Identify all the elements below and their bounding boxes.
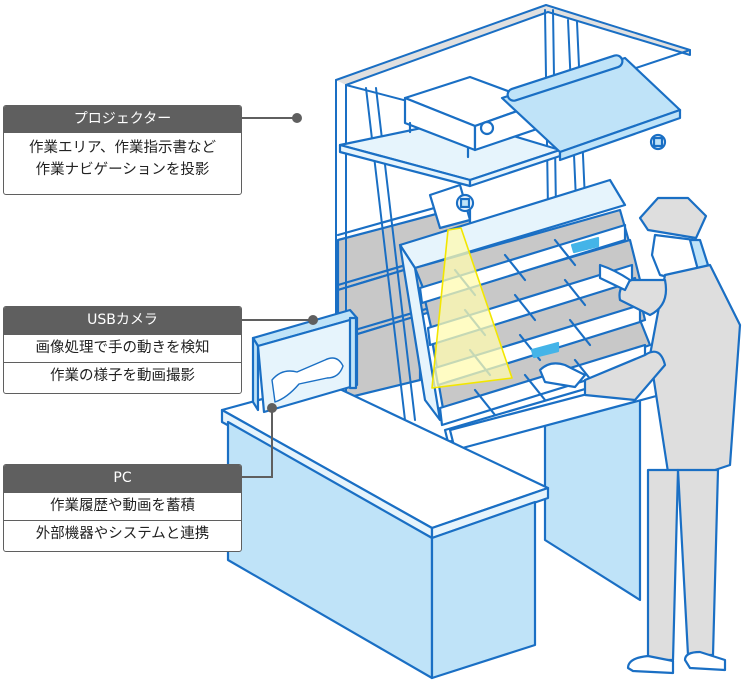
projector-callout-body: 作業エリア、作業指示書など 作業ナビゲーションを投影 <box>4 133 241 184</box>
projection-beam <box>431 227 513 389</box>
usb-camera-callout-row: 画像処理で手の動きを検知 <box>4 334 241 362</box>
worker <box>538 196 742 675</box>
projector-callout-line: 作業ナビゲーションを投影 <box>35 162 210 178</box>
usb-leader-dot <box>308 315 318 325</box>
projector-callout-title: プロジェクター <box>4 106 241 133</box>
usb-camera-callout: USBカメラ 画像処理で手の動きを検知 作業の様子を動画撮影 <box>3 306 242 394</box>
connectors <box>242 113 318 478</box>
pc-callout: PC 作業履歴や動画を蓄積 外部機器やシステムと連携 <box>3 464 242 552</box>
rack-camera <box>428 183 475 230</box>
indicator-light <box>530 341 560 359</box>
pc-callout-row: 外部機器やシステムと連携 <box>4 520 241 548</box>
projector-callout-line: 作業エリア、作業指示書など <box>28 140 217 156</box>
indicator-light <box>570 236 600 254</box>
usb-camera-callout-row: 作業の様子を動画撮影 <box>4 362 241 390</box>
projector-callout: プロジェクター 作業エリア、作業指示書など 作業ナビゲーションを投影 <box>3 105 242 195</box>
usb-camera-callout-title: USBカメラ <box>4 307 241 334</box>
pc-callout-title: PC <box>4 465 241 492</box>
pc-callout-row: 作業履歴や動画を蓄積 <box>4 492 241 520</box>
pc-desk <box>220 380 550 680</box>
projector-leader-dot <box>292 113 302 123</box>
monitor <box>251 308 359 414</box>
pc-leader-dot <box>267 403 277 413</box>
pc-leader-line <box>242 408 273 478</box>
projection-panel <box>500 54 682 162</box>
